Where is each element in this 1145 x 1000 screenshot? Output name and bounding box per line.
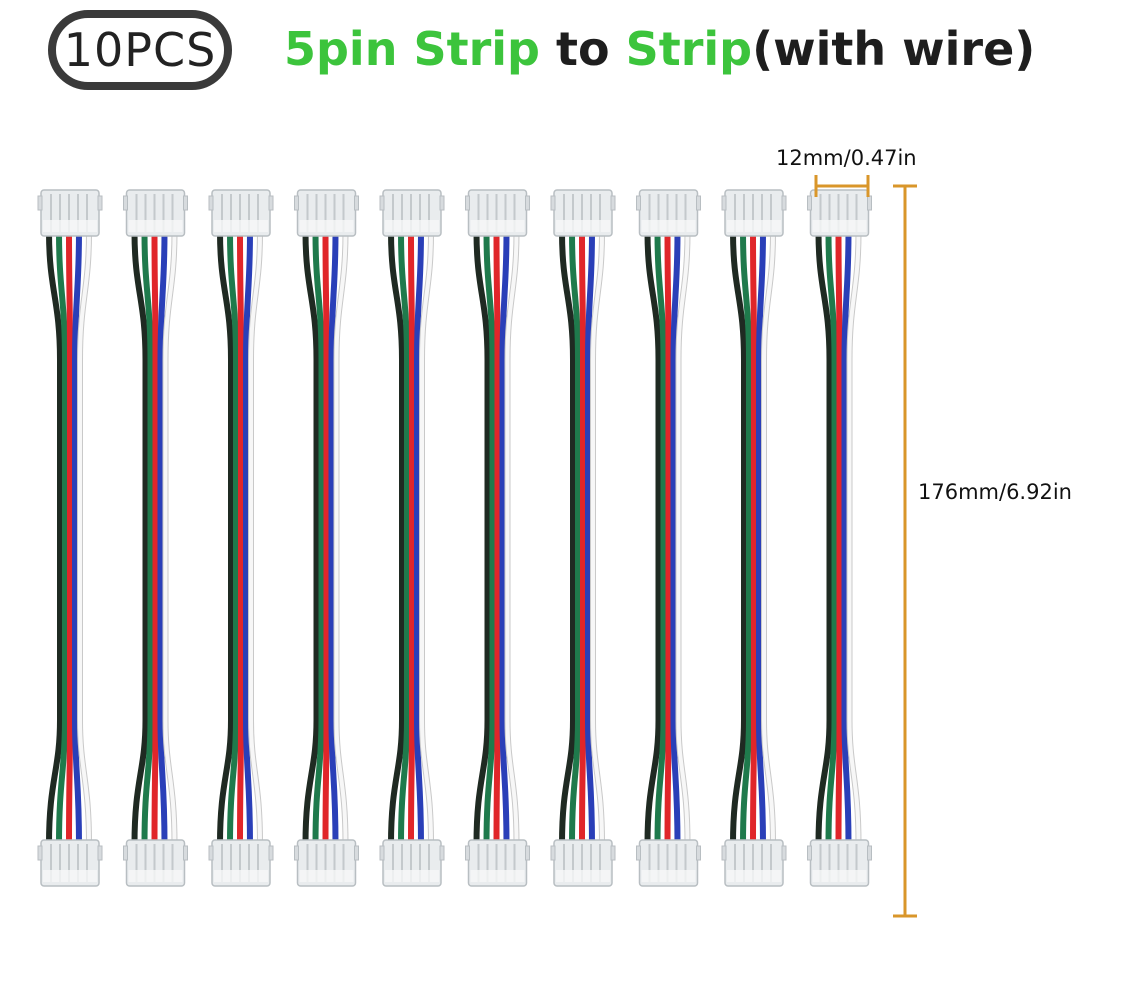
bottom-connector [123, 839, 188, 887]
cable-8 [636, 189, 701, 887]
top-connector [807, 189, 872, 237]
cable-2 [123, 189, 188, 887]
bottom-connector [807, 839, 872, 887]
headline-part-4: (with wire) [752, 22, 1036, 76]
bottom-connector [208, 839, 274, 887]
length-dimension-marker [893, 184, 917, 918]
quantity-badge: 10PCS [48, 10, 232, 90]
top-connector [208, 189, 274, 237]
quantity-text: 10PCS [63, 23, 217, 77]
cable-5 [379, 189, 445, 887]
cable-group [37, 189, 872, 887]
cable-3 [208, 189, 274, 887]
bottom-connector [550, 839, 616, 887]
bottom-connector [636, 839, 701, 887]
cable-4 [294, 189, 359, 887]
headline-part-2: to [539, 22, 626, 76]
bottom-connector [721, 839, 787, 887]
headline-part-3: Strip [625, 22, 753, 76]
top-connector [465, 189, 530, 237]
width-dimension-marker [814, 175, 870, 197]
top-connector [379, 189, 445, 237]
width-dimension-label: 12mm/0.47in [776, 146, 917, 170]
top-connector [636, 189, 701, 237]
length-dimension-label: 176mm/6.92in [918, 480, 1072, 504]
cable-10 [807, 189, 872, 887]
cable-9 [721, 189, 787, 887]
top-connector [37, 189, 103, 237]
bottom-connector [379, 839, 445, 887]
top-connector [123, 189, 188, 237]
product-headline: 5pin Strip to Strip(with wire) [284, 22, 1035, 76]
cable-6 [465, 189, 530, 887]
top-connector [721, 189, 787, 237]
top-connector [294, 189, 359, 237]
bottom-connector [37, 839, 103, 887]
cable-7 [550, 189, 616, 887]
cable-1 [37, 189, 103, 887]
top-connector [550, 189, 616, 237]
bottom-connector [294, 839, 359, 887]
bottom-connector [465, 839, 530, 887]
headline-part-1: 5pin Strip [284, 22, 540, 76]
